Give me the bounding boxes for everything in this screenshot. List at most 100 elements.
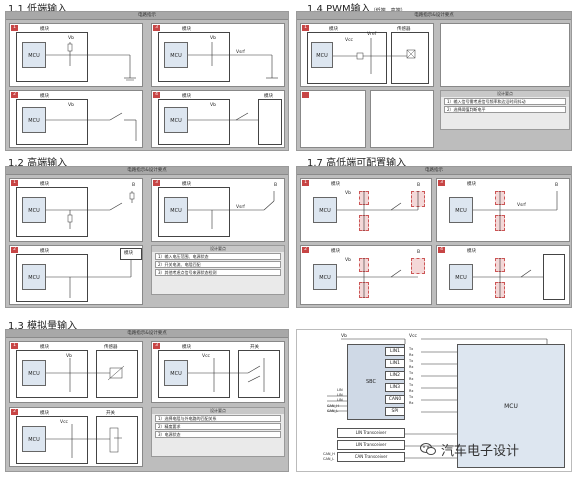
config-external [411,258,425,274]
note-item: 3）其他考虑点信号来源状态检测 [155,269,281,276]
module-label: 模块 [329,27,338,32]
section-title-1-3: 1.3 模拟量输入 [8,321,78,332]
rx-label: Rx [409,401,414,405]
section-title-1-2: 1.2 高端输入 [8,158,68,169]
sbc-left-signal: LIN [337,388,343,392]
mcu-block: MCU [22,42,46,68]
mcu-block: MCU [22,360,46,386]
module-label: 模块 [331,249,340,254]
cell-number: 3 [153,343,160,349]
design-notes-header: 设计要点 [152,246,284,252]
sbc-pin-lin3: LIN3 [385,383,405,392]
design-notes-1-3: 设计要点 1）选择电阻与外电路的匹配关系 2）精度要求 3）电源状态 [151,407,285,457]
module-label: 模块 [331,182,340,187]
panel-header: 电路指示&设计要点 [6,167,288,175]
sbc-vb-label: Vb [341,334,347,339]
vb-label: Vb [68,36,74,41]
tx-label: Tx [409,359,414,363]
vb-label: Vb [210,103,216,108]
sbc-pin-lin1b: LIN1 [385,359,405,368]
circuit-cell-2: 2 模块 MCU 模块 [9,245,143,305]
high-side-circuit [188,191,275,229]
cell-number: 4 [153,92,160,98]
external-module-label: 模块 [124,251,133,256]
panel-header: 电路指示 [297,167,571,175]
cell-number: 1 [302,180,309,186]
vref-label: Vsrf [236,205,245,210]
design-notes-1-4: 设计要点 1）输入信号需考虑信号频率和边沿时间抖动 2）选择阈值判断电平 [440,90,570,130]
panel-1-1: 电路指示 1 模块 MCU Vb 3 模块 MCU Vb Vsrf 2 [5,11,289,151]
vb-label: Vb [345,191,351,196]
circuit-cell-1: 1 模块 传感器 MCU Vb [9,341,143,403]
circuit-cell-1: 1 模块 B MCU Vb [300,178,432,242]
mcu-block: MCU [449,197,473,223]
cell-number: 4 [438,247,445,253]
mcu-block: MCU [449,264,473,290]
circuit-cell-2: 2 模块 MCU Vb [9,90,143,148]
module-label: 模块 [467,182,476,187]
configurable-circuit [337,258,418,298]
cell-number: 2 [11,92,18,98]
note-item: 1）输入电压范围、电源状态 [155,253,281,260]
design-notes-1-2: 设计要点 1）输入电压范围、电源状态 2）开关电流、电阻匹配 3）其他考虑点信号… [151,245,285,295]
panel-header: 电路指示&设计要点 [6,330,288,338]
tx-label: Tx [409,383,414,387]
module-label: 模块 [40,182,49,187]
cell-number: 3 [438,180,445,186]
note-item: 2）精度要求 [155,423,281,430]
mcu-block: MCU [313,264,337,290]
panel-1-4: 电路指示&设计要点 1 模块 传感器 MCU Vcc Vref 设计要点 1）输… [296,11,572,151]
module-label: 模块 [40,27,49,32]
vb-label: Vb [345,258,351,263]
can-transceiver: CAN Transceiver [337,452,405,462]
sensor-label: 传感器 [397,27,411,32]
vb-label: Vb [210,36,216,41]
module-label: 模块 [182,345,191,350]
module-box [158,32,230,82]
section-title-1-7: 1.7 高低端可配置输入 [307,158,407,169]
configurable-circuit [337,191,419,231]
analog-circuit [188,358,265,392]
note-item: 2）选择阈值判断电平 [444,106,566,113]
module-box [158,187,230,237]
circuit-cell-3: 3 模块 B MCU Vsrf [151,178,285,242]
section-title-1-1: 1.1 低端输入 [8,4,68,15]
mcu-block: MCU [164,360,188,386]
switch-label: 开关 [106,411,115,416]
high-side-circuit [46,191,135,229]
b-label: B [555,183,559,188]
sbc-pin-lin2: LIN2 [385,371,405,380]
b-label: B [132,183,136,188]
circuit-cell-1: 1 模块 传感器 MCU Vcc Vref [300,23,434,87]
sbc-pin-spi: SPI [385,407,405,416]
module-box [158,99,230,145]
circuit-cell-2: 2 模块 B MCU Vb [300,245,432,305]
module-box [307,32,387,84]
module-label: 模块 [467,249,476,254]
mcu-block: MCU [164,107,188,133]
rx-label: Rx [409,353,414,357]
vb-label: Vb [66,354,72,359]
mcu-block: MCU [164,42,188,68]
circuit-cell-4: 4 模块 MCU [436,245,570,305]
circuit-cell-4 [370,90,434,148]
circuit-cell-3 [300,90,366,148]
mcu-block: MCU [311,42,333,68]
tx-label: Tx [409,371,414,375]
low-side-circuit [46,42,136,81]
module-label: 模块 [40,345,49,350]
low-side-circuit [46,112,137,141]
sensor-label: 传感器 [104,345,118,350]
mcu-block: MCU [22,197,46,223]
section-title-text: 1.4 PWM输入 [307,4,371,15]
cell-number: 1 [11,25,18,31]
configurable-circuit [473,191,558,231]
b-label: B [274,183,278,188]
note-item: 1）选择电阻与外电路的匹配关系 [155,415,281,422]
design-notes-header: 设计要点 [152,408,284,414]
low-side-circuit [188,42,278,79]
sbc-pin-can0: CAN0 [385,395,405,404]
sensor-box [96,350,138,398]
module-box [16,32,88,82]
vb-label: Vb [68,103,74,108]
